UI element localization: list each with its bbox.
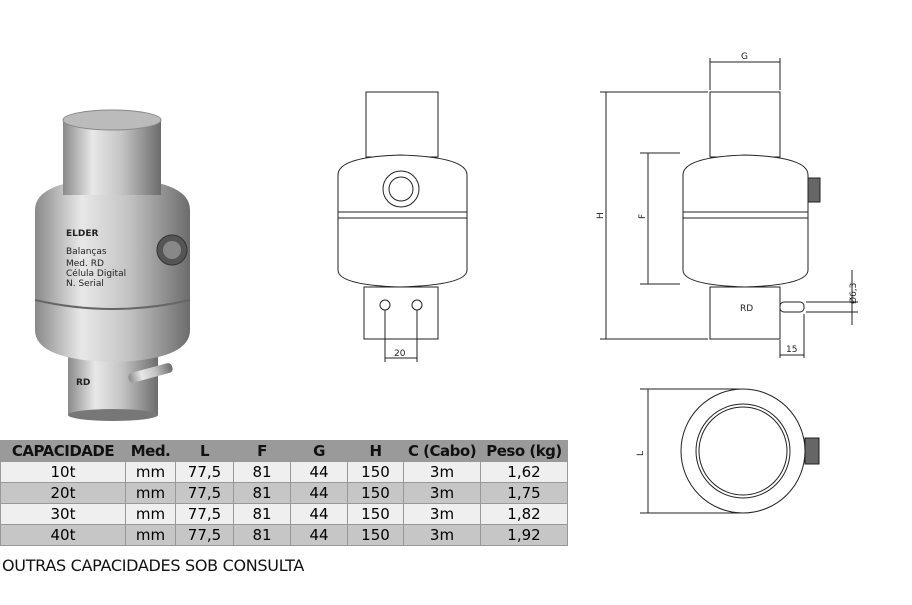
side-view-drawing: G H F Ø6,3 15 RD [596,52,859,358]
cell: 44 [290,461,348,483]
cell: 20t [0,482,126,504]
cell: 3m [403,461,481,483]
cell: 3m [403,524,481,546]
dim-L: L [636,451,646,456]
dim-diameter: Ø6,3 [848,283,859,304]
cell: 3m [403,503,481,525]
header-H: H [347,440,404,462]
cell: 30t [0,503,126,525]
serial-text: N. Serial [66,279,104,289]
dim-20: 20 [394,349,406,359]
cell: 44 [290,503,348,525]
top-view-drawing: L [636,388,820,514]
cell: 150 [347,524,404,546]
dim-G: G [741,52,748,62]
cell: 1,75 [480,482,568,504]
sub-text: Célula Digital [66,268,126,279]
specs-table: CAPACIDADE Med. L F G H C (Cabo) Peso (k… [0,440,568,546]
footer-note: OUTRAS CAPACIDADES SOB CONSULTA [2,556,304,575]
cell: 3m [403,482,481,504]
cell: 150 [347,503,404,525]
header-med: Med. [125,440,176,462]
cell: 1,92 [480,524,568,546]
dim-H: H [596,212,606,219]
cell: 77,5 [175,503,234,525]
cell: 40t [0,524,126,546]
cell: 44 [290,524,348,546]
cell: 1,62 [480,461,568,483]
cell: 10t [0,461,126,483]
cell: mm [125,461,176,483]
product-photo: ELDER Balanças Med. RD Célula Digital N.… [34,109,191,421]
header-F: F [233,440,291,462]
cell: mm [125,482,176,504]
cell: 77,5 [175,524,234,546]
header-capacidade: CAPACIDADE [0,440,126,462]
cell: mm [125,524,176,546]
model-label: RD [740,304,753,314]
brand-logo: ELDER [66,229,99,239]
header-peso: Peso (kg) [480,440,568,462]
header-L: L [175,440,234,462]
cell: 81 [233,461,291,483]
cell: 81 [233,524,291,546]
cell: 150 [347,482,404,504]
dim-15: 15 [786,345,797,355]
brand-name: Balanças [66,247,107,257]
table-header: CAPACIDADE Med. L F G H C (Cabo) Peso (k… [0,440,568,462]
stamp: RD [76,378,90,388]
dim-F: F [638,214,648,219]
cell: 44 [290,482,348,504]
cell: 81 [233,482,291,504]
cell: 77,5 [175,482,234,504]
front-view-drawing: 20 [337,91,468,362]
cell: mm [125,503,176,525]
model-text: Med. RD [66,259,104,269]
header-G: G [290,440,348,462]
cell: 150 [347,461,404,483]
cell: 81 [233,503,291,525]
cell: 77,5 [175,461,234,483]
header-cabo: C (Cabo) [403,440,481,462]
cell: 1,82 [480,503,568,525]
